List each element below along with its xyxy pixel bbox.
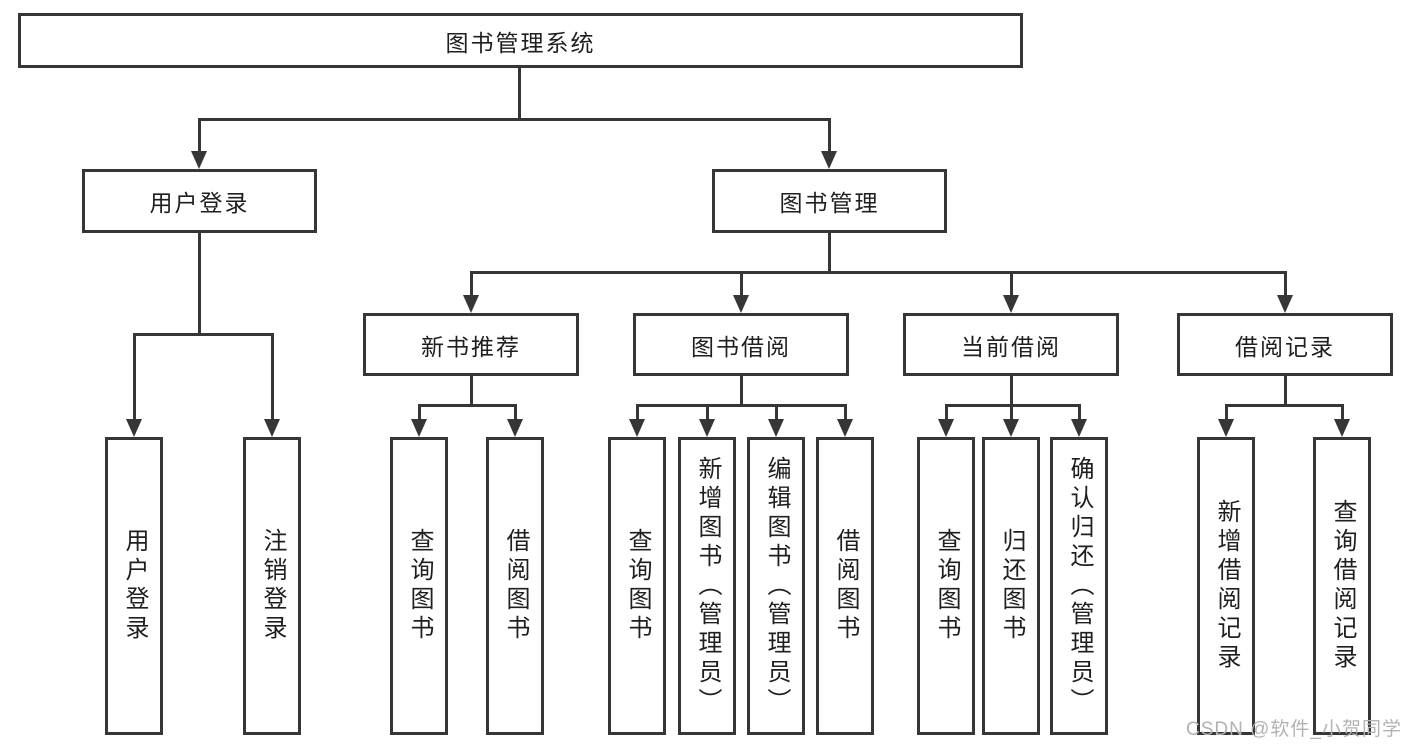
arrowhead-leaf <box>1218 419 1234 437</box>
connector-group-split <box>946 404 1081 407</box>
node-label: 新书推荐 <box>421 333 521 360</box>
connector-group-stem <box>1284 271 1287 297</box>
connector-leaf-stem <box>706 404 709 421</box>
leaf-query-books-recommend: 查询图书 <box>390 437 448 735</box>
node-label: 当前借阅 <box>961 333 1061 360</box>
connector-leaf-stem <box>418 404 421 421</box>
leaf-label: 查询借阅记录 <box>1329 499 1356 673</box>
arrowhead-group <box>733 295 749 313</box>
leaf-label: 查询图书 <box>624 528 651 644</box>
node-user-login: 用户登录 <box>82 169 317 233</box>
connector-group-split <box>1226 404 1344 407</box>
connector-root-split <box>199 118 830 121</box>
connector-leaf-stem <box>1010 404 1013 421</box>
connector-leaf-stem <box>1078 404 1081 421</box>
connector-group-stem <box>1010 271 1013 297</box>
leaf-label: 归还图书 <box>998 528 1025 644</box>
leaf-label: 借阅图书 <box>502 528 529 644</box>
node-current-borrow: 当前借阅 <box>903 313 1119 376</box>
leaf-user-login: 用户登录 <box>105 437 163 735</box>
arrowhead-leaf <box>507 419 523 437</box>
connector-leaf-stem <box>133 333 136 421</box>
arrowhead-user-login <box>191 151 207 169</box>
leaf-add-books-admin: 新增图书（管理员） <box>678 437 736 735</box>
arrowhead-leaf <box>264 419 280 437</box>
arrowhead-leaf <box>411 419 427 437</box>
leaf-borrow-books: 借阅图书 <box>816 437 874 735</box>
leaf-add-borrow-record: 新增借阅记录 <box>1197 437 1255 735</box>
leaf-query-books-current: 查询图书 <box>917 437 975 735</box>
arrowhead-leaf <box>699 419 715 437</box>
connector-leaf-stem <box>636 404 639 421</box>
leaf-confirm-return-admin: 确认归还（管理员） <box>1050 437 1108 735</box>
connector-root-stem <box>518 68 521 120</box>
arrowhead-leaf <box>629 419 645 437</box>
connector-book-mgmt-stem <box>828 118 831 154</box>
connector-leaf-stem <box>1225 404 1228 421</box>
connector-group-split <box>419 404 517 407</box>
leaf-label: 新增图书（管理员） <box>694 455 721 717</box>
node-borrow-records: 借阅记录 <box>1177 313 1393 376</box>
node-label: 图书借阅 <box>691 333 791 360</box>
connector-group-down <box>470 376 473 407</box>
connector-group-stem <box>470 271 473 297</box>
arrowhead-leaf <box>768 419 784 437</box>
arrowhead-leaf <box>126 419 142 437</box>
arrowhead-group <box>1277 295 1293 313</box>
connector-user-login-stem <box>198 118 201 154</box>
arrowhead-leaf <box>837 419 853 437</box>
leaf-borrow-books-recommend: 借阅图书 <box>486 437 544 735</box>
leaf-query-books-borrow: 查询图书 <box>608 437 666 735</box>
node-label: 图书管理系统 <box>445 29 596 56</box>
leaf-edit-books-admin: 编辑图书（管理员） <box>747 437 805 735</box>
connector-leaf-stem <box>1341 404 1344 421</box>
connector-leaf-stem <box>844 404 847 421</box>
leaf-label: 查询图书 <box>933 528 960 644</box>
node-label: 图书管理 <box>779 190 880 216</box>
arrowhead-leaf <box>938 419 954 437</box>
leaf-label: 新增借阅记录 <box>1213 499 1240 673</box>
connector-leaf-stem <box>945 404 948 421</box>
leaf-label: 注销登录 <box>259 528 286 644</box>
connector-leaf-stem <box>775 404 778 421</box>
node-root-system: 图书管理系统 <box>18 13 1023 68</box>
arrowhead-group <box>463 295 479 313</box>
arrowhead-leaf <box>1003 419 1019 437</box>
csdn-watermark: CSDN @软件_小贺同学 <box>1186 719 1402 740</box>
connector-level3-split <box>471 271 1287 274</box>
leaf-label: 编辑图书（管理员） <box>763 455 790 717</box>
arrowhead-leaf <box>1071 419 1087 437</box>
node-label: 借阅记录 <box>1235 333 1335 360</box>
leaf-label: 用户登录 <box>121 528 148 644</box>
connector-group-down <box>1284 376 1287 407</box>
leaf-label: 查询图书 <box>406 528 433 644</box>
arrowhead-group <box>1003 295 1019 313</box>
node-book-borrow: 图书借阅 <box>633 313 849 376</box>
leaf-label: 确认归还（管理员） <box>1066 455 1093 717</box>
connector-group-down <box>740 376 743 407</box>
arrowhead-leaf <box>1334 419 1350 437</box>
leaf-label: 借阅图书 <box>832 528 859 644</box>
leaf-query-borrow-record: 查询借阅记录 <box>1313 437 1371 735</box>
leaf-return-books: 归还图书 <box>982 437 1040 735</box>
connector-book-mgmt-down <box>828 233 831 274</box>
connector-leaf-stem <box>514 404 517 421</box>
connector-group-down <box>1010 376 1013 407</box>
connector-user-login-down <box>198 233 201 336</box>
node-new-book-recommend: 新书推荐 <box>363 313 579 376</box>
node-book-management: 图书管理 <box>712 169 947 233</box>
node-label: 用户登录 <box>149 190 250 216</box>
leaf-logout: 注销登录 <box>243 437 301 735</box>
arrowhead-book-mgmt <box>821 151 837 169</box>
connector-user-login-split <box>134 333 274 336</box>
connector-leaf-stem <box>271 333 274 421</box>
connector-group-split <box>637 404 847 407</box>
connector-group-stem <box>740 271 743 297</box>
